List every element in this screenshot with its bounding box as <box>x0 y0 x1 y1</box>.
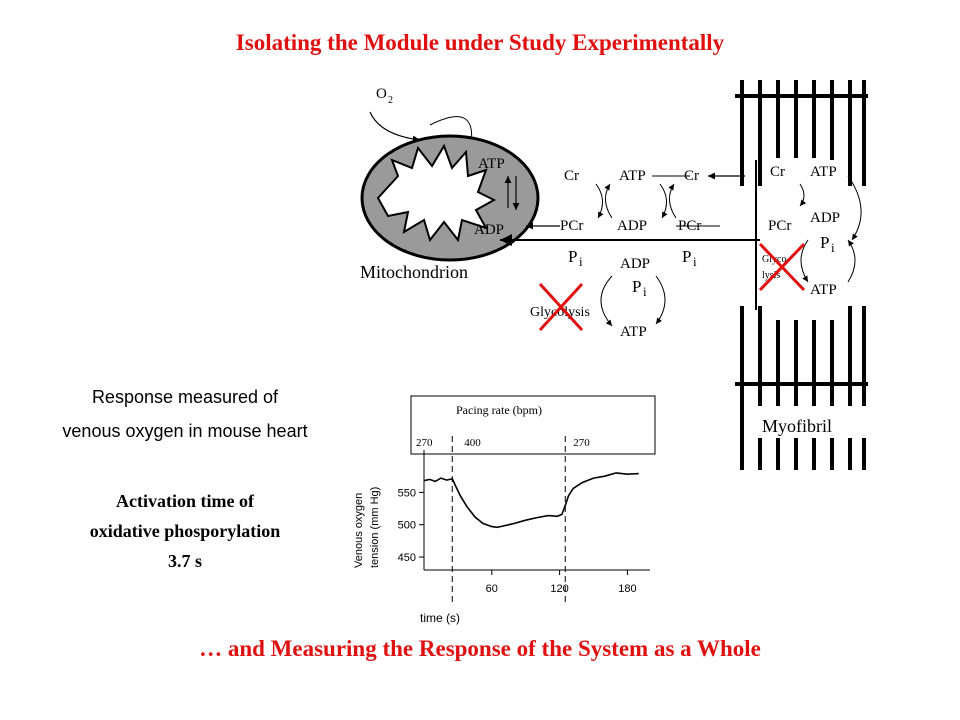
pacing-rate-labels: 270 400 270 <box>416 437 590 449</box>
atp-middle-label: ATP <box>619 168 646 184</box>
myo-atp-bottom-label: ATP <box>810 282 837 298</box>
response-note-line1: Response measured of <box>91 387 279 407</box>
response-note-line2: venous oxygen in mouse heart <box>62 421 308 441</box>
myo-cr-label: Cr <box>770 164 785 180</box>
myofibril-glycolysis-cross-icon <box>758 242 806 292</box>
activation-note: Activation time of oxidative phosporylat… <box>20 486 350 576</box>
glyco-pi-label: P <box>632 277 641 296</box>
activation-note-line2: oxidative phosporylation <box>89 521 281 541</box>
response-note: Response measured of venous oxygen in mo… <box>10 380 360 448</box>
venous-oxygen-chart: Pacing rate (bpm) 270 400 270 Venous oxyge… <box>353 395 656 625</box>
pacing-rate-label: 400 <box>464 437 481 449</box>
myofibril-shape <box>735 80 868 470</box>
adp-middle-label: ADP <box>617 218 647 234</box>
pi-left-label: P <box>568 247 577 266</box>
svg-text:i: i <box>579 254 583 269</box>
svg-text:i: i <box>643 284 647 299</box>
mito-atp-label: ATP <box>478 156 505 172</box>
activation-note-line1: Activation time of <box>116 491 254 511</box>
myofibril-label: Myofibril <box>762 416 832 436</box>
mitochondrion-label: Mitochondrion <box>360 262 468 282</box>
x-tick-label: 180 <box>618 583 636 595</box>
pcr-left-label: PCr <box>560 218 583 234</box>
pi-right-label: P <box>682 247 691 266</box>
cr-left-label: Cr <box>564 168 579 184</box>
svg-text:lysis: lysis <box>762 270 780 281</box>
mitochondrion-cristae <box>376 143 497 243</box>
pacing-rate-label: 270 <box>416 437 433 449</box>
y-tick-label: 450 <box>398 552 416 564</box>
pacing-box <box>410 395 656 455</box>
series-line <box>423 472 639 529</box>
myo-pi-label: P <box>820 233 829 252</box>
activation-time-value: 3.7 s <box>167 551 202 571</box>
glyco-adp-label: ADP <box>620 256 650 272</box>
slide-subtitle: … and Measuring the Response of the Syst… <box>199 636 761 661</box>
cr-right-label: Cr <box>684 168 699 184</box>
glycolysis-label: Glycolysis <box>530 305 590 320</box>
svg-text:i: i <box>831 240 835 255</box>
x-tick-label: 60 <box>486 583 498 595</box>
myo-adp-label: ADP <box>810 210 840 226</box>
x-axis-label: time (s) <box>420 611 460 625</box>
glycolysis-cross-icon <box>538 282 584 332</box>
x-tick-label: 120 <box>550 583 568 595</box>
metabolic-diagram: O 2 ATP ADP Mitochondrion Cr PCr ATP ADP… <box>360 80 868 470</box>
pacing-rate-label: 270 <box>573 437 590 449</box>
y-tick-label: 550 <box>398 487 416 499</box>
o2-subscript: 2 <box>388 95 393 106</box>
o2-label: O <box>376 86 387 102</box>
svg-text:i: i <box>693 254 697 269</box>
slide-title: Isolating the Module under Study Experim… <box>235 30 725 55</box>
y-axis-label-2: tension (mm Hg) <box>369 487 381 568</box>
pacing-title: Pacing rate (bpm) <box>456 403 542 417</box>
mito-adp-label: ADP <box>474 222 504 238</box>
y-tick-label: 500 <box>398 520 416 532</box>
y-axis-label-1: Venous oxygen <box>353 493 365 568</box>
glyco-atp-label: ATP <box>620 324 647 340</box>
o2-arrow <box>369 111 421 143</box>
myo-pcr-label: PCr <box>768 218 791 234</box>
myo-atp-label: ATP <box>810 164 837 180</box>
